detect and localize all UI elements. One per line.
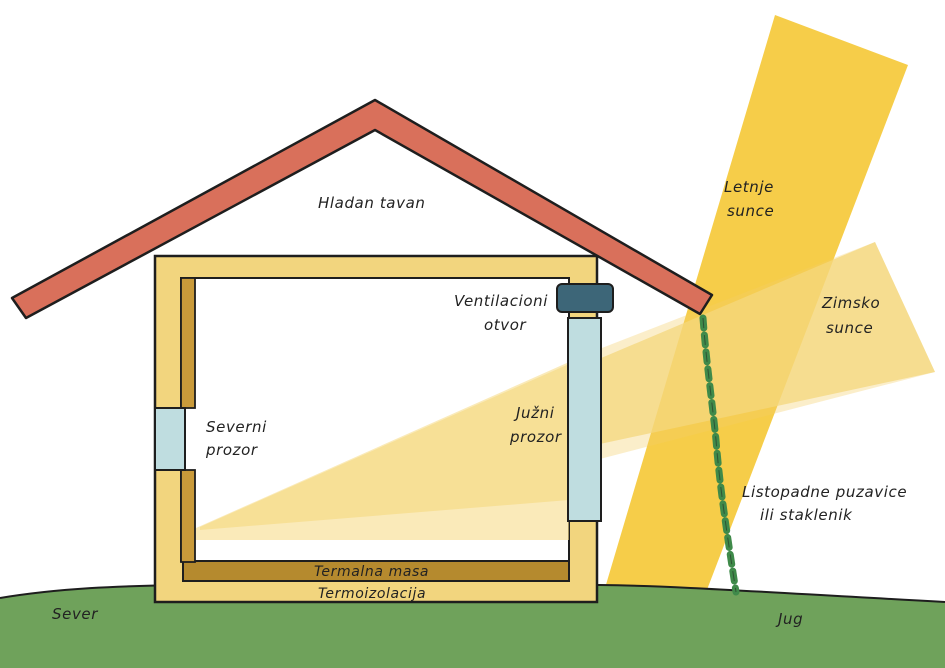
winter-sun-label-line1: Zimsko (821, 294, 880, 312)
winter-sun-label-line2: sunce (826, 319, 873, 337)
north-window (154, 407, 186, 471)
north-label: Sever (52, 605, 98, 623)
ground-line (0, 584, 945, 603)
vent-label-line1: Ventilacioni (454, 292, 548, 310)
summer-sun-label-line2: sunce (727, 202, 774, 220)
roof (10, 98, 714, 320)
thermal-mass-label: Termalna masa (314, 564, 429, 580)
winter-sun-inside-floor (196, 362, 569, 540)
attic-label: Hladan tavan (318, 194, 425, 212)
vines-outline (702, 317, 737, 593)
south-label: Jug (775, 610, 803, 628)
vines-label-line1: Listopadne puzavice (742, 483, 907, 501)
ground (0, 585, 945, 668)
thermal-mass-floor (182, 560, 570, 582)
thermal-mass-left-wall-bottom (180, 469, 196, 563)
south-window (567, 317, 602, 522)
vent-label-line2: otvor (484, 316, 527, 334)
south-window-label-line1: Južni (513, 404, 555, 422)
south-window-label-line2: prozor (509, 428, 562, 446)
thermal-mass-left-wall-top (180, 277, 196, 409)
north-window-label-line1: Severni (206, 418, 267, 436)
north-window-label-line2: prozor (205, 441, 258, 459)
insulation-label: Termoizolacija (318, 586, 426, 602)
vines-label-line2: ili staklenik (760, 506, 853, 524)
vent-icon (556, 283, 614, 313)
summer-sun-label-line1: Letnje (724, 178, 774, 196)
